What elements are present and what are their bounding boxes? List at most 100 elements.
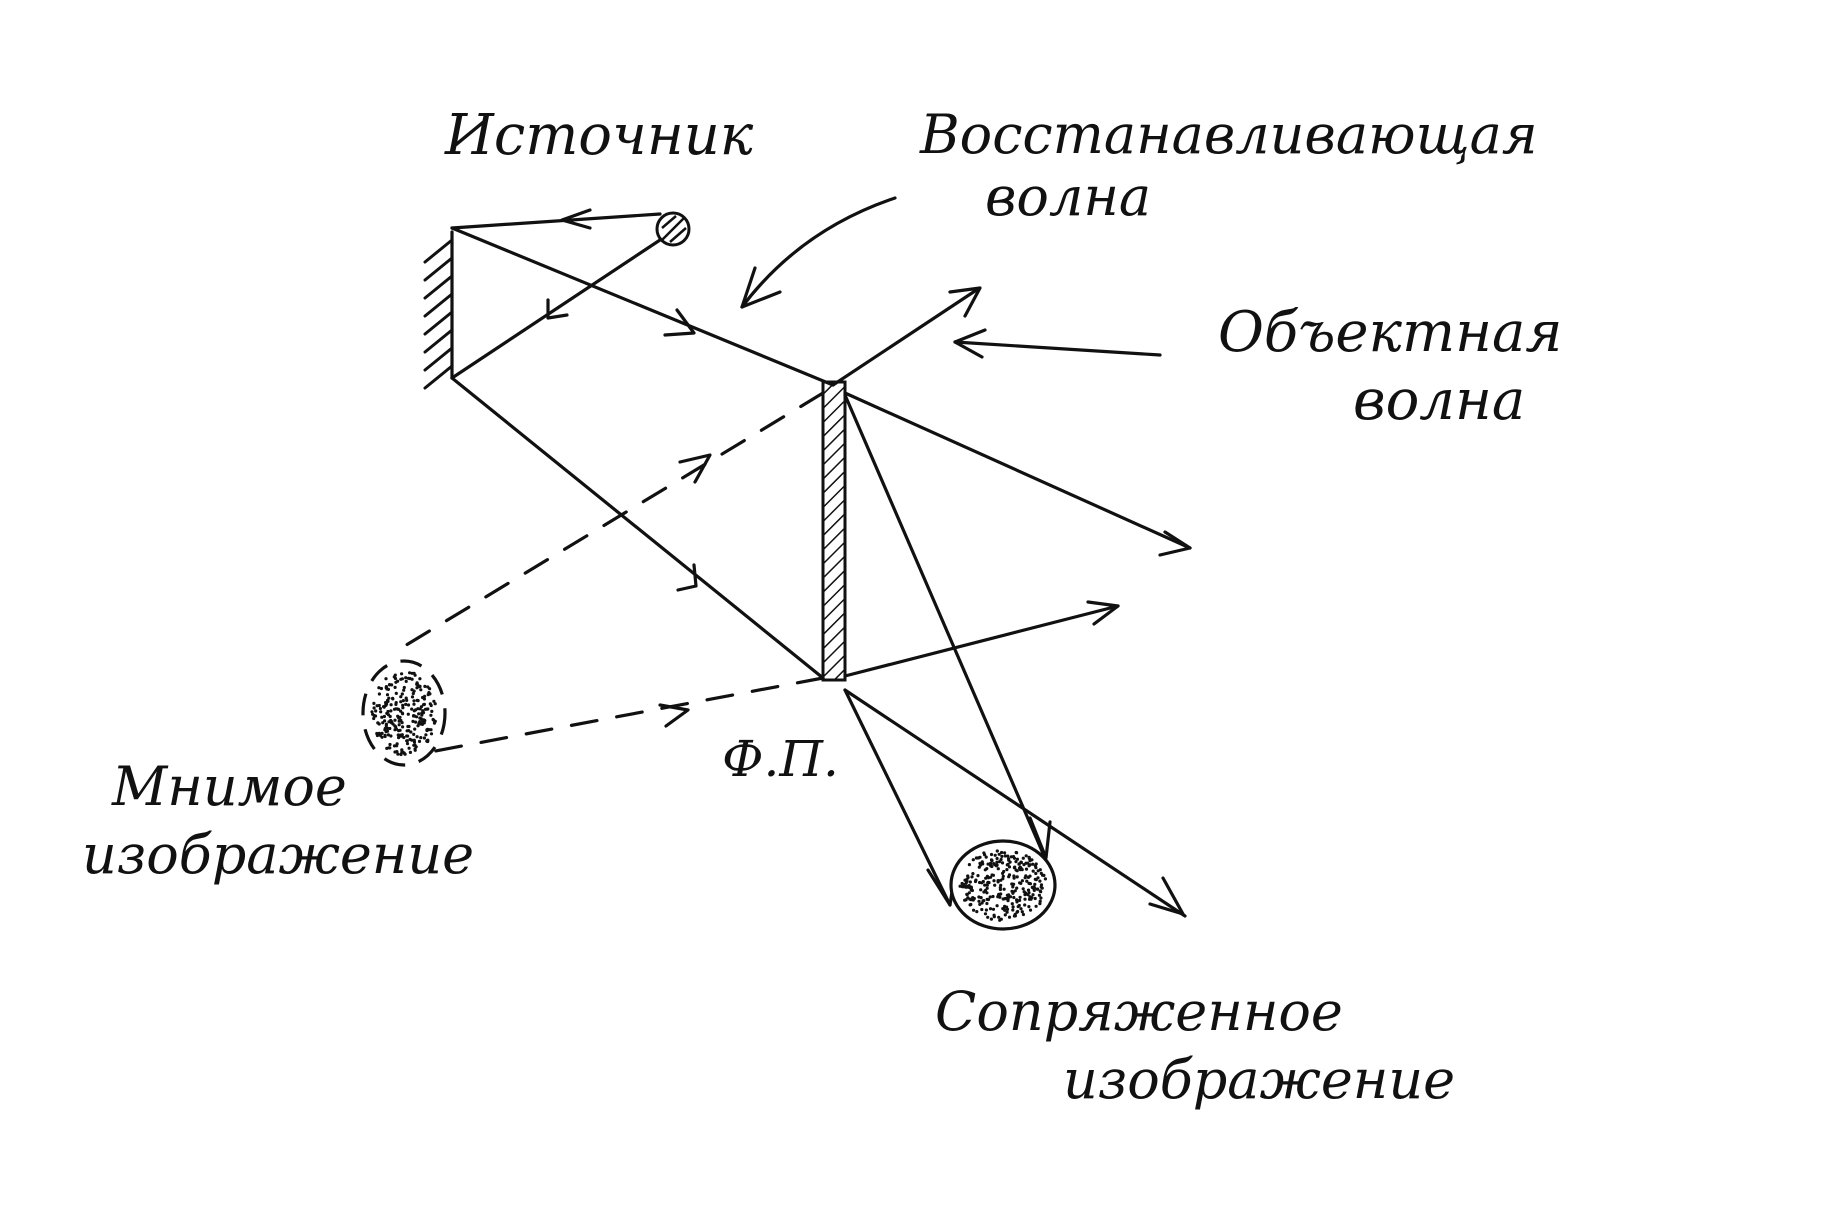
stipple-dot [399, 677, 403, 681]
stipple-dot [411, 719, 415, 724]
stipple-dot [415, 682, 419, 686]
stipple-dot [384, 677, 388, 681]
stipple-dot [384, 701, 388, 705]
stipple-dot [430, 709, 434, 714]
stipple-dot [396, 752, 400, 756]
stipple-dot [1009, 855, 1013, 859]
stipple-dot [415, 698, 419, 703]
stipple-dot [1020, 879, 1024, 883]
stipple-dot [992, 913, 996, 917]
stipple-dot [1013, 914, 1018, 918]
stipple-dot [407, 746, 411, 750]
stipple-dot [1028, 895, 1032, 899]
stipple-dot [410, 695, 415, 699]
stipple-dot [973, 879, 978, 884]
stipple-dot [1043, 877, 1047, 881]
stipple-dot [401, 703, 405, 708]
stipple-dot [408, 737, 412, 742]
stipple-dot [403, 752, 407, 756]
stipple-dot [400, 733, 404, 737]
stipple-dot [412, 702, 416, 706]
stipple-dot [399, 695, 403, 699]
stipple-dot [412, 714, 416, 718]
photo-plate [821, 380, 847, 682]
stipple-dot [1010, 902, 1014, 906]
stipple-dot [1018, 865, 1022, 869]
stipple-dot [1031, 869, 1035, 873]
stipple-dot [1024, 867, 1029, 871]
stipple-dot [1011, 905, 1015, 909]
stipple-dot [1005, 907, 1010, 912]
stipple-dot [1034, 904, 1038, 908]
stipple-dot [429, 732, 434, 736]
stipple-dot [400, 672, 404, 676]
stipple-dot [1033, 886, 1037, 890]
stipple-dot [1034, 862, 1038, 866]
stipple-dot [1000, 850, 1004, 855]
stipple-dot [1021, 856, 1025, 860]
stipple-dot [997, 915, 1001, 919]
stipple-dot [372, 716, 376, 721]
stipple-dot [1007, 857, 1011, 861]
stipple-dot [1023, 897, 1027, 901]
stipple-dot [977, 865, 981, 869]
stipple-dot [433, 719, 437, 723]
stipple-dot [1005, 893, 1010, 897]
virtual-image-dashed-rays [396, 391, 825, 754]
stipple-dot [425, 739, 429, 743]
stipple-dot [406, 724, 410, 729]
stipple-dot [999, 892, 1003, 896]
stipple-dot [397, 723, 401, 727]
stipple-dot [997, 852, 1001, 856]
stipple-dot [404, 679, 408, 684]
stipple-dot [383, 734, 387, 739]
stipple-dot [1038, 899, 1042, 903]
stipple-dot [1019, 860, 1023, 864]
stipple-dot [1007, 865, 1012, 869]
stipple-dot [983, 912, 988, 916]
stipple-dot [415, 686, 419, 690]
stipple-dot [999, 883, 1003, 887]
stipple-dot [401, 725, 405, 729]
mirror [423, 230, 454, 390]
object-wave-rays [831, 286, 1192, 918]
stipple-dot [388, 714, 392, 719]
stipple-dot [393, 750, 397, 754]
stipple-dot [389, 734, 393, 738]
stipple-dot [425, 728, 429, 732]
stipple-dot [431, 717, 435, 722]
stipple-dot [399, 700, 403, 704]
stipple-dot [977, 895, 981, 899]
stipple-dot [995, 860, 999, 864]
stipple-dot [412, 743, 416, 747]
stipple-dot [986, 862, 990, 866]
stipple-dot [408, 676, 412, 681]
stipple-dot [1000, 854, 1004, 859]
stipple-dot [410, 671, 414, 675]
stipple-dot [417, 739, 422, 744]
stipple-dot [400, 721, 404, 725]
stipple-dot [375, 733, 379, 738]
reconstructing-wave-label: Восстанавливающая волна [920, 108, 1538, 224]
stipple-dot [967, 891, 971, 895]
stipple-dot [992, 862, 996, 866]
stipple-dot [394, 691, 398, 696]
stipple-dot [386, 709, 390, 714]
source-label: Источник [445, 103, 754, 168]
virtual-image-label: Мнимое изображение [82, 760, 474, 882]
stipple-dot [984, 855, 988, 859]
stipple-dot [1001, 871, 1005, 876]
stipple-dot [1034, 871, 1038, 876]
stipple-dot [397, 729, 401, 733]
stipple-dot [425, 707, 429, 711]
conjugate-image-blob [949, 839, 1057, 931]
stipple-dot [377, 731, 381, 736]
stipple-dot [412, 699, 416, 703]
stipple-dot [1023, 903, 1027, 907]
stipple-dot [423, 684, 427, 689]
stipple-dot [1038, 902, 1042, 906]
stipple-dot [377, 692, 381, 696]
stipple-dot [1014, 860, 1018, 864]
stipple-dot [423, 694, 427, 698]
stipple-dot [415, 715, 419, 719]
